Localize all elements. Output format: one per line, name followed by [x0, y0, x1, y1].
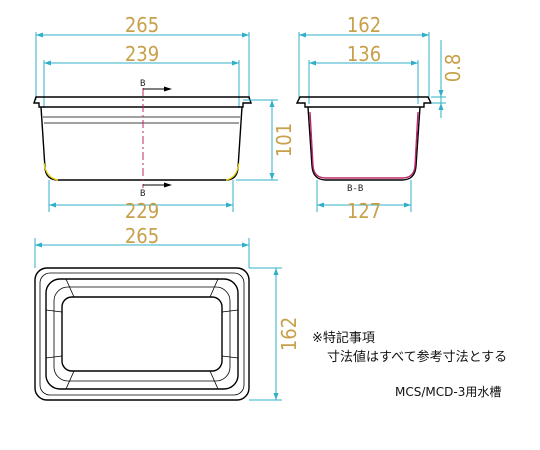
notes-body: 寸法値はすべて参考寸法とする [327, 350, 508, 365]
model-label: MCS/MCD-3用水槽 [395, 385, 502, 399]
side-view: 162 136 127 B-B 0.8 [295, 13, 465, 223]
plan-inner-wall [45, 278, 239, 390]
notes-heading: ※特記事項 [312, 331, 375, 346]
dim-rim-thickness: 0.8 [441, 54, 465, 83]
dim-front-inner-width: 239 [125, 42, 159, 66]
section-label-bottom: B [140, 189, 145, 199]
plan-floor [61, 296, 223, 372]
dim-plan-length: 265 [125, 224, 159, 248]
dim-side-inner-width: 136 [347, 42, 381, 66]
front-view: 265 239 229 B B 101 [33, 13, 296, 223]
dim-side-top-width: 162 [347, 13, 381, 37]
plan-view: 265 162 [34, 224, 301, 401]
front-rim [33, 96, 252, 108]
dim-plan-width: 162 [277, 317, 301, 351]
plan-outer-rim [34, 267, 250, 401]
dim-front-bottom-width: 229 [125, 199, 159, 223]
dim-side-bottom-width: 127 [347, 199, 381, 223]
section-label-top: B [140, 79, 145, 89]
side-rim [295, 96, 433, 108]
dim-depth: 101 [272, 123, 296, 157]
side-body [307, 106, 421, 181]
section-view-label: B-B [347, 184, 363, 194]
dim-front-top-width: 265 [125, 13, 159, 37]
front-body [40, 106, 243, 181]
